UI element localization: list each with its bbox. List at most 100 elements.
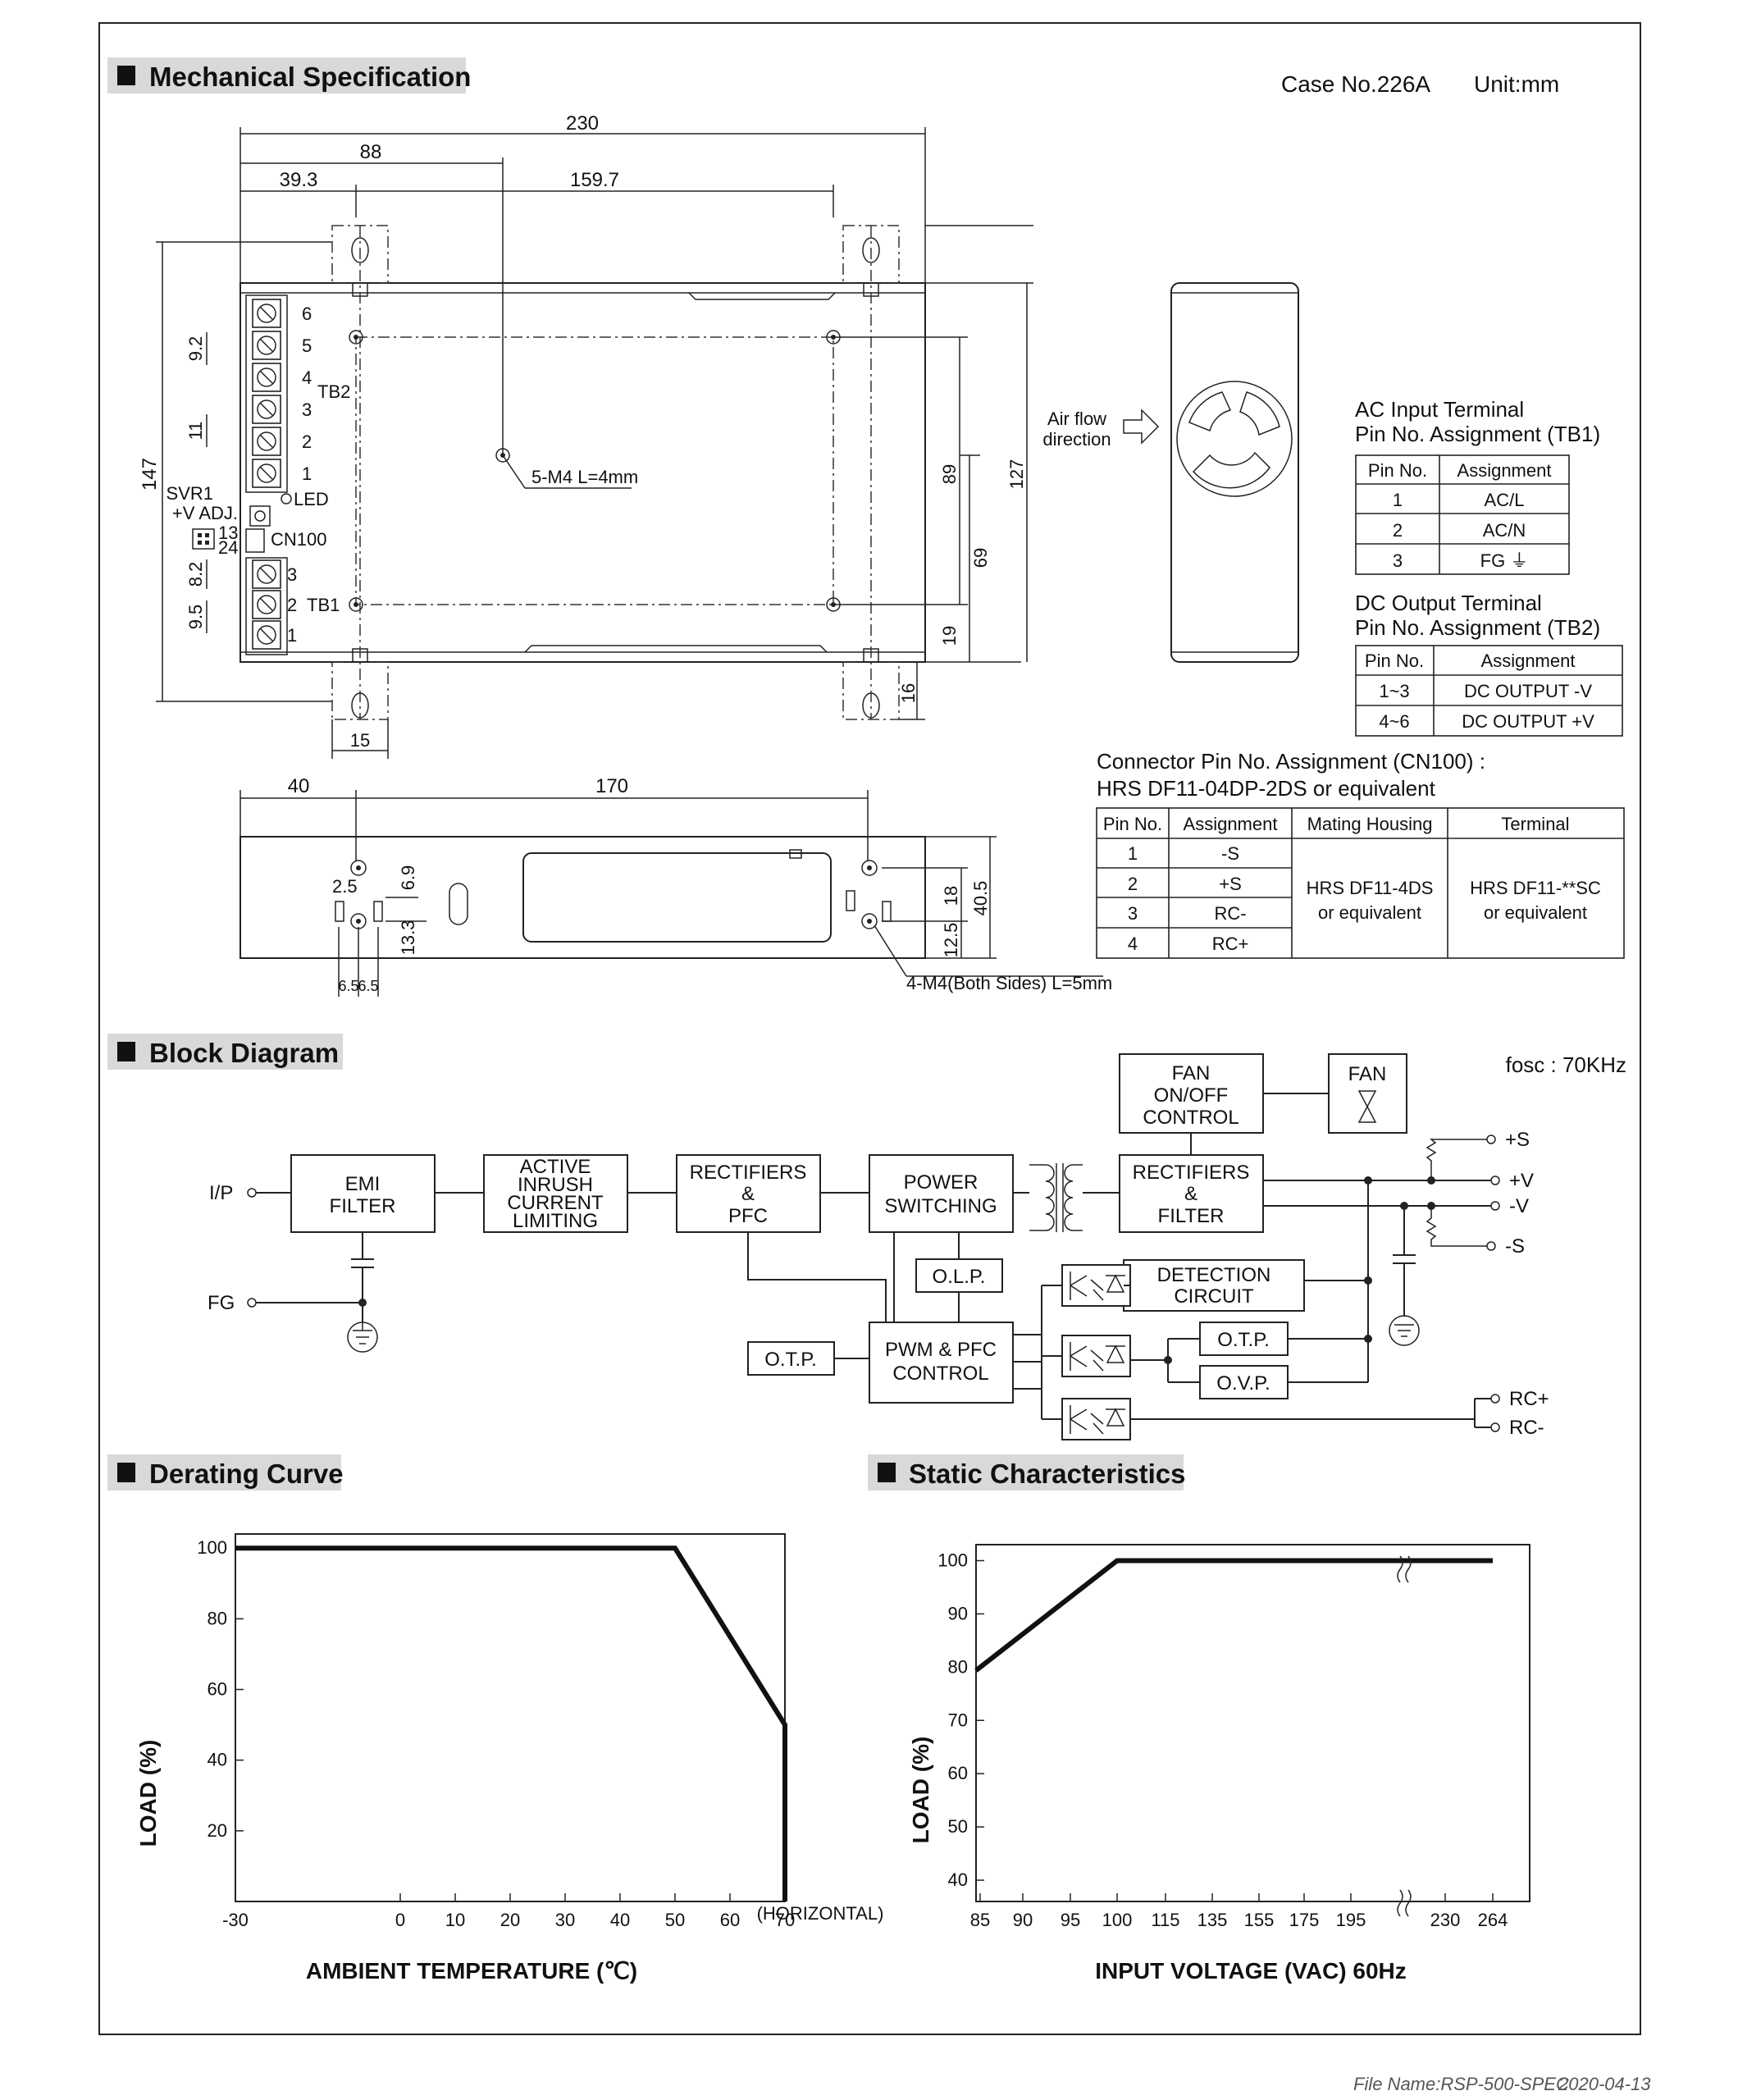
- cn100-pins-top: 13: [218, 523, 238, 543]
- svg-text:POWER: POWER: [904, 1171, 978, 1194]
- svg-text:+S: +S: [1505, 1129, 1530, 1151]
- mechanical-top-view: 230 88 39.3 159.7: [139, 112, 1033, 759]
- dim-13-3: 13.3: [398, 920, 418, 956]
- airflow-arrow-icon: [1123, 409, 1160, 445]
- static-y-label: LOAD (%): [908, 1737, 933, 1844]
- dim-9-5: 9.5: [185, 605, 206, 630]
- svg-text:O.T.P.: O.T.P.: [764, 1349, 817, 1371]
- derating-x-tick-label: 50: [665, 1910, 685, 1930]
- footer-date: 2020-04-13: [1558, 2074, 1651, 2094]
- ip-label: I/P: [209, 1182, 233, 1204]
- svg-text:CIRCUIT: CIRCUIT: [1174, 1285, 1254, 1308]
- svg-text:Pin No.: Pin No.: [1103, 814, 1162, 834]
- derating-x-label: AMBIENT TEMPERATURE (℃): [306, 1958, 637, 1984]
- optocoupler-icon: [1061, 1335, 1131, 1377]
- static-x-tick-label: 135: [1197, 1910, 1228, 1930]
- derating-x-tick-label: 0: [395, 1910, 405, 1930]
- dim-40: 40: [288, 775, 310, 797]
- static-y-tick-label: 50: [948, 1816, 968, 1837]
- svg-text:HRS DF11-4DS: HRS DF11-4DS: [1307, 878, 1434, 898]
- svg-text:AC Input Terminal: AC Input Terminal: [1355, 397, 1524, 422]
- svg-text:DETECTION: DETECTION: [1157, 1264, 1271, 1286]
- static-x-tick-label: 100: [1102, 1910, 1133, 1930]
- svg-text:+V: +V: [1509, 1170, 1534, 1192]
- derating-y-tick-label: 60: [208, 1679, 227, 1700]
- screw-spec-side: 4-M4(Both Sides) L=5mm: [906, 973, 1112, 993]
- static-x-tick-label: 90: [1013, 1910, 1033, 1930]
- svg-text:or equivalent: or equivalent: [1484, 902, 1587, 923]
- dim-40-5: 40.5: [970, 881, 991, 916]
- svg-text:2: 2: [1128, 874, 1138, 894]
- svg-text:DC OUTPUT +V: DC OUTPUT +V: [1462, 711, 1594, 732]
- tb2-label: TB2: [317, 381, 350, 402]
- tb1-pin: 1: [287, 625, 297, 646]
- svg-text:FAN: FAN: [1348, 1063, 1387, 1085]
- dim-89: 89: [939, 464, 960, 484]
- dim-6-5: 6.5: [338, 978, 358, 994]
- static-plot-area: [975, 1544, 1530, 1902]
- static-x-tick-label: 175: [1289, 1910, 1320, 1930]
- dim-19: 19: [939, 626, 960, 646]
- fan-end-view: Air flow direction: [1042, 282, 1299, 663]
- dim-6-9: 6.9: [398, 865, 418, 891]
- svg-text:DC OUTPUT -V: DC OUTPUT -V: [1464, 681, 1592, 701]
- fg-label: FG: [208, 1292, 235, 1314]
- cn100-label: CN100: [271, 529, 326, 550]
- svg-text:Mechanical Specification: Mechanical Specification: [149, 62, 471, 92]
- derating-x-tick-label: 30: [555, 1910, 575, 1930]
- fosc-label: fosc : 70KHz: [1506, 1052, 1626, 1077]
- static-x-label: INPUT VOLTAGE (VAC) 60Hz: [1095, 1958, 1407, 1984]
- ac-input-table: AC Input Terminal Pin No. Assignment (TB…: [1355, 397, 1600, 575]
- svg-text:RC+: RC+: [1212, 934, 1249, 954]
- svg-text:FG ⏚: FG ⏚: [1480, 550, 1529, 571]
- derating-series-line: [235, 1545, 787, 1901]
- svg-text:FAN: FAN: [1172, 1062, 1211, 1084]
- static-x-tick-label: 195: [1336, 1910, 1366, 1930]
- dim-39-3: 39.3: [280, 169, 318, 191]
- tb2-pin: 6: [302, 304, 312, 324]
- dim-12-5: 12.5: [941, 923, 961, 958]
- svg-text:EMI: EMI: [345, 1173, 381, 1195]
- derating-x-tick-label: 60: [720, 1910, 740, 1930]
- svg-text:-S: -S: [1505, 1235, 1525, 1258]
- svr1-label: SVR1: [167, 483, 213, 504]
- svg-text:Terminal: Terminal: [1501, 814, 1569, 834]
- svg-text:LIMITING: LIMITING: [513, 1210, 598, 1232]
- svg-text:FILTER: FILTER: [330, 1195, 396, 1217]
- svg-text:CONTROL: CONTROL: [1143, 1107, 1238, 1129]
- dim-9-2: 9.2: [185, 336, 206, 362]
- static-x-tick-label: 264: [1478, 1910, 1508, 1930]
- svg-text:4: 4: [1128, 934, 1138, 954]
- dim-127: 127: [1006, 459, 1027, 490]
- dim-11: 11: [185, 422, 206, 441]
- screw-spec-top: 5-M4 L=4mm: [531, 467, 638, 487]
- static-series-line: [974, 1558, 1493, 1673]
- svg-text:INRUSH: INRUSH: [518, 1174, 593, 1196]
- svg-text:Pin No. Assignment (TB1): Pin No. Assignment (TB1): [1355, 422, 1600, 446]
- static-y-tick-label: 70: [948, 1710, 968, 1730]
- section-header-static: Static Characteristics: [868, 1454, 1186, 1491]
- svg-text:SWITCHING: SWITCHING: [884, 1195, 997, 1217]
- svg-text:1: 1: [1128, 843, 1138, 864]
- derating-x-tick-label: 20: [500, 1910, 520, 1930]
- dc-output-table: DC Output Terminal Pin No. Assignment (T…: [1355, 591, 1623, 737]
- svg-text:CURRENT: CURRENT: [507, 1192, 604, 1214]
- svg-text:HRS DF11-**SC: HRS DF11-**SC: [1470, 878, 1601, 898]
- svg-text:O.L.P.: O.L.P.: [933, 1266, 986, 1288]
- svg-text:-S: -S: [1221, 843, 1239, 864]
- static-y-tick-label: 60: [948, 1763, 968, 1783]
- svg-text:CONTROL: CONTROL: [892, 1363, 988, 1385]
- footer-filename: File Name:RSP-500-SPEC: [1353, 2074, 1569, 2094]
- dim-230: 230: [566, 112, 599, 135]
- section-header-derating: Derating Curve: [107, 1454, 344, 1491]
- svg-text:Mating Housing: Mating Housing: [1307, 814, 1433, 834]
- svg-text:O.T.P.: O.T.P.: [1217, 1329, 1270, 1351]
- svg-text:Derating Curve: Derating Curve: [149, 1459, 344, 1489]
- dim-2-5: 2.5: [332, 876, 358, 897]
- svg-text:AC/L: AC/L: [1485, 490, 1525, 510]
- svg-text:2: 2: [1393, 520, 1403, 541]
- airflow-label: Air flow: [1047, 409, 1106, 429]
- tb1-pin: 3: [287, 564, 297, 585]
- axis-break-icon: [1397, 1555, 1412, 1917]
